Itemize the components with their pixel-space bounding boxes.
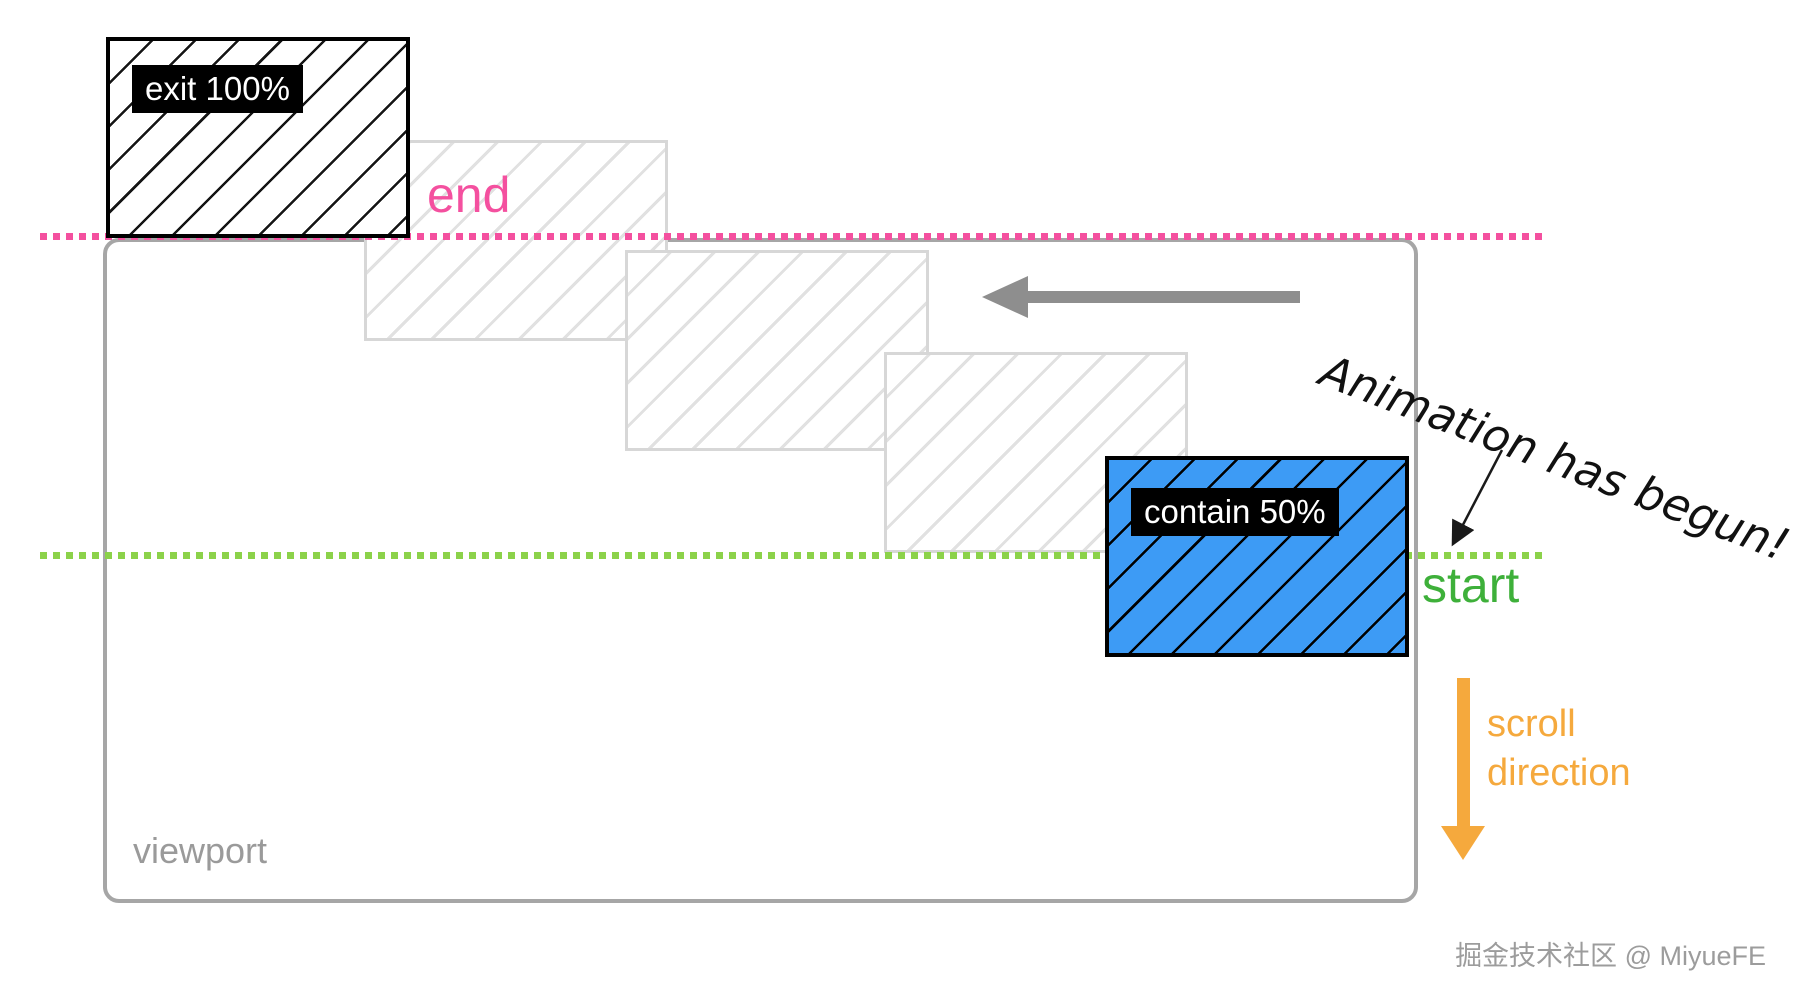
ghost-box-2 (625, 250, 929, 451)
viewport-label: viewport (133, 830, 268, 871)
end-line (40, 233, 1542, 240)
scroll-direction-arrow (1441, 678, 1485, 860)
arrow-down-icon (1441, 826, 1485, 860)
exit-box: exit 100% (106, 37, 410, 238)
ghost-box-1 (364, 140, 668, 341)
viewport-box (103, 238, 1418, 903)
scroll-direction-line2: direction (1487, 752, 1631, 795)
watermark: 掘金技术社区 @ MiyueFE (1455, 941, 1766, 971)
end-label: end (427, 167, 511, 223)
motion-direction-arrow (982, 276, 1300, 318)
contain-box-label: contain 50% (1131, 488, 1339, 536)
start-label: start (1422, 557, 1520, 613)
contain-box: contain 50% (1105, 456, 1409, 657)
scroll-direction-line1: scroll (1487, 703, 1576, 745)
scroll-direction-label: scroll direction (1487, 700, 1631, 799)
exit-box-label: exit 100% (132, 65, 303, 113)
arrow-left-icon (982, 276, 1028, 318)
start-line (40, 552, 1542, 559)
annotation-arrow (1451, 449, 1504, 547)
